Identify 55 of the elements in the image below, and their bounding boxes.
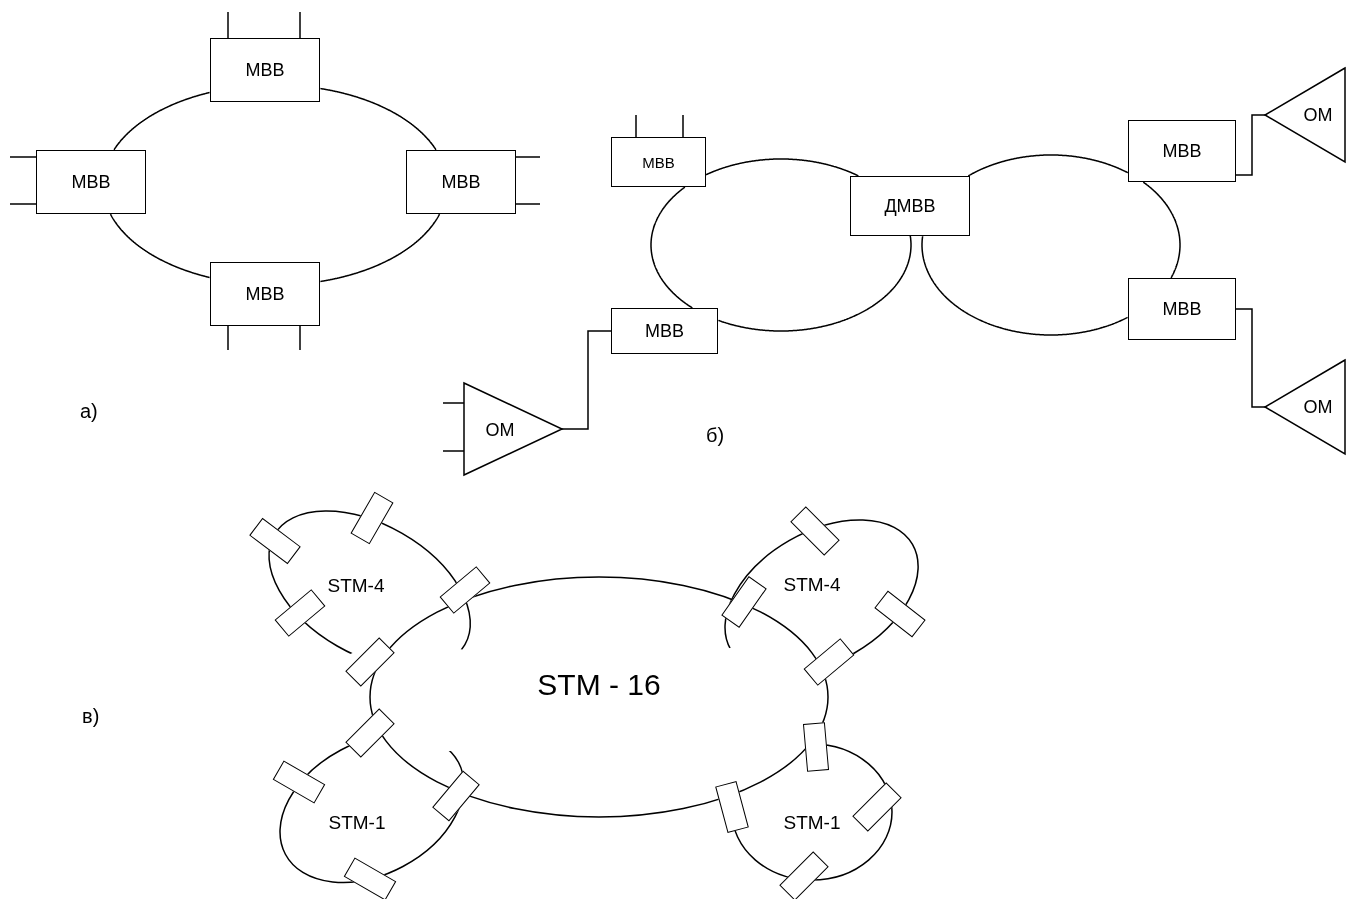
connection-line [1235,114,1266,176]
tributary-line [227,325,229,351]
tributary-line [682,114,684,138]
ring-label: STM-4 [783,574,841,594]
connection-line [967,154,1129,177]
connection-line [650,186,694,309]
amplifier-label: ОМ [1303,398,1333,416]
connection-line [717,235,912,332]
tributary-line [299,11,301,39]
connection-line [109,213,211,279]
box-label: МВВ [645,322,684,340]
connection-line [319,87,437,151]
panel-label: б) [706,425,725,445]
multiplexer-box [210,262,320,326]
box-label: МВВ [245,61,285,79]
tributary-line [227,11,229,39]
tributary-line [515,156,541,158]
box-label: МВВ [642,154,675,170]
amplifier-label: ОМ [1303,106,1333,124]
ring-label: STM - 16 [537,670,661,700]
amplifier-label: ОМ [485,421,515,439]
multiplexer-box [802,722,830,772]
multiplexer-box [1128,278,1236,340]
box-label: МВВ [1162,142,1202,160]
multiplexer-box [850,176,970,236]
tributary-line [635,114,637,138]
multiplexer-box [210,38,320,102]
connection-line [1142,181,1181,279]
box-label: МВВ [245,285,285,303]
multiplexer-box [611,137,706,187]
tributary-line [515,203,541,205]
panel-label: в) [82,706,100,726]
box-label: МВВ [441,173,481,191]
multiplexer-box [611,308,718,354]
multiplexer-box [1128,120,1236,182]
ring-label: STM-4 [327,575,385,595]
box-label: ДМВВ [884,197,936,215]
connection-line [319,213,441,283]
tributary-line [442,450,465,452]
tributary-line [442,402,465,404]
tributary-line [9,203,37,205]
panel-label: а) [80,401,98,421]
multiplexer-box [36,150,146,214]
tributary-line [299,325,301,351]
ring-label: STM-1 [328,812,386,832]
connection-line [561,330,612,430]
ring-label: STM-1 [783,812,841,832]
connection-line [113,91,211,151]
multiplexer-box [406,150,516,214]
connection-line [1235,308,1266,408]
tributary-line [9,156,37,158]
connection-line [705,158,860,177]
box-label: МВВ [71,173,111,191]
connection-line [921,235,1129,336]
box-label: МВВ [1162,300,1202,318]
